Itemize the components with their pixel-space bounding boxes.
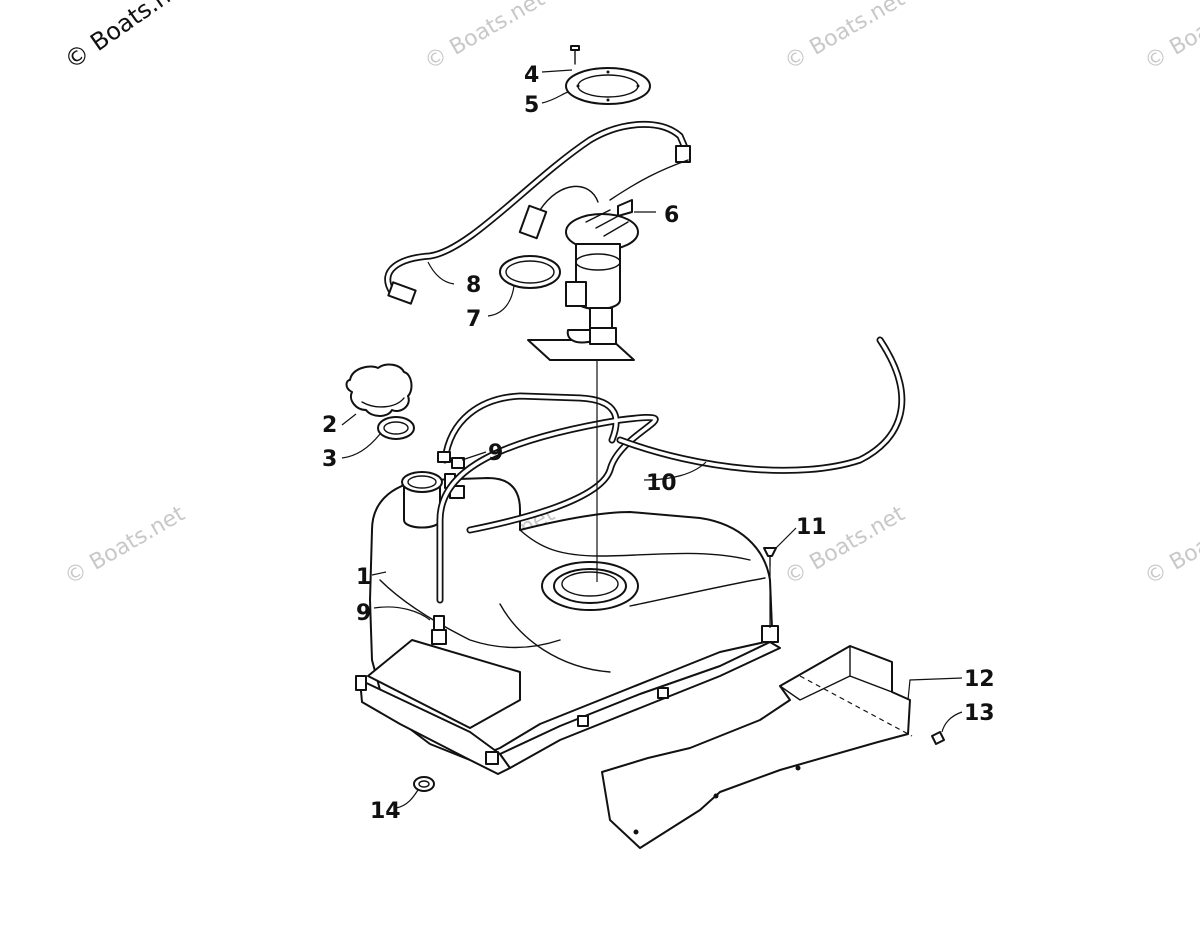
alignment-lines [596, 360, 913, 737]
callout-8: 8 [466, 273, 481, 298]
bolt [931, 731, 945, 745]
callout-12: 12 [964, 667, 995, 692]
screw [570, 45, 580, 65]
callout-1: 1 [356, 565, 371, 590]
watermark: © Boats.net [1141, 0, 1200, 75]
callout-9: 9 [488, 441, 503, 466]
heat-shield-plate [601, 645, 911, 849]
wire-harness [518, 159, 689, 240]
cap-gasket [377, 416, 415, 440]
hose-clamps [437, 451, 465, 469]
callout-7: 7 [466, 307, 481, 332]
callout-5: 5 [524, 93, 539, 118]
callout-13: 13 [964, 701, 995, 726]
callout-3: 3 [322, 447, 337, 472]
fuel-cap [345, 363, 413, 417]
fuel-pump [565, 199, 639, 331]
watermark: © Boats.net [781, 0, 910, 75]
callout-14: 14 [370, 799, 401, 824]
callout-10: 10 [646, 471, 677, 496]
watermark: © Boats.net [1141, 501, 1200, 590]
watermark: © Boats.net [61, 501, 190, 590]
leader-lines [341, 69, 963, 809]
pump-bracket [527, 327, 635, 361]
callout-labels: 4 5 6 8 7 2 3 9 9 10 1 11 12 13 14 [322, 63, 995, 824]
fuel-line [384, 120, 691, 305]
push-rivet [763, 547, 777, 567]
pump-o-ring [499, 255, 561, 289]
callout-4: 4 [524, 63, 539, 88]
fuel-tank [355, 471, 781, 775]
callout-9: 9 [356, 601, 371, 626]
callout-2: 2 [322, 413, 337, 438]
callout-11: 11 [796, 515, 827, 540]
vent-hose [436, 336, 906, 604]
pump-gasket-ring [565, 67, 651, 105]
watermark-top-left: © Boats.ne [59, 0, 187, 75]
grommet [413, 776, 435, 792]
callout-6: 6 [664, 203, 679, 228]
